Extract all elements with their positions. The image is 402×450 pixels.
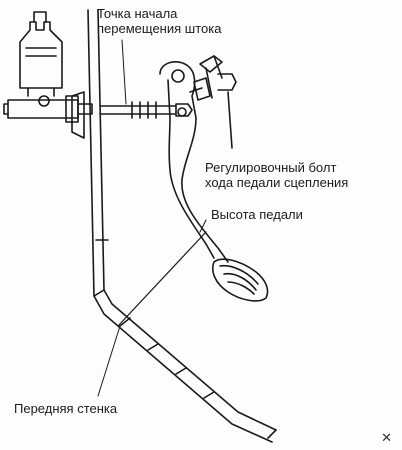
pedal-pad	[212, 258, 269, 302]
master-cylinder	[3, 95, 93, 123]
pedal-arm	[159, 61, 229, 263]
pedal-height-label: Высота педали	[211, 207, 303, 222]
rod-start-label: Точка начала перемещения штока	[97, 6, 221, 36]
push-rod	[99, 101, 193, 119]
adjusting-bolt	[189, 55, 237, 149]
rod-start-label-line2: перемещения штока	[97, 21, 222, 36]
leader-lines	[97, 39, 207, 397]
adjusting-bolt-label-line1: Регулировочный болт	[205, 160, 337, 175]
close-icon: ✕	[381, 430, 392, 445]
mount-plate	[71, 91, 85, 139]
rod-start-label-line1: Точка начала	[97, 6, 178, 21]
adjusting-bolt-label-line2: хода педали сцепления	[205, 175, 349, 190]
pedal-height-line	[117, 231, 207, 327]
reservoir	[19, 11, 63, 97]
adjusting-bolt-label: Регулировочный болт хода педали сцеплени…	[205, 160, 348, 190]
front-wall	[87, 9, 277, 443]
front-wall-label: Передняя стенка	[14, 401, 118, 416]
